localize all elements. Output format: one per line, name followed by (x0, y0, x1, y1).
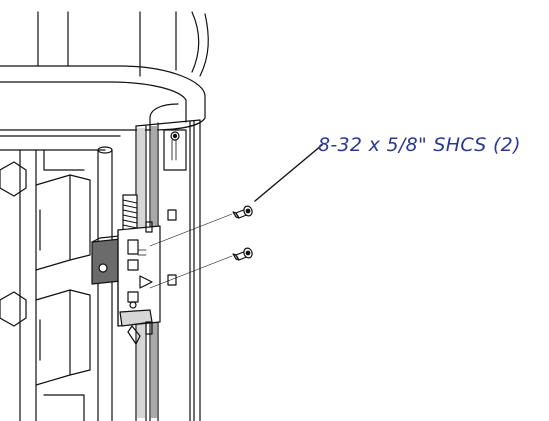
fastener-callout-label: 8-32 x 5/8" SHCS (2) (318, 134, 521, 156)
alignment-line-lower (149, 255, 233, 289)
screw-upper (232, 205, 253, 219)
left-column (0, 135, 121, 421)
screw-lower (232, 247, 253, 261)
callout-leader-line (254, 144, 323, 202)
alignment-line-upper (149, 213, 233, 247)
carriage-bracket (91, 221, 161, 345)
spring (122, 194, 138, 236)
upper-housing (0, 11, 209, 131)
